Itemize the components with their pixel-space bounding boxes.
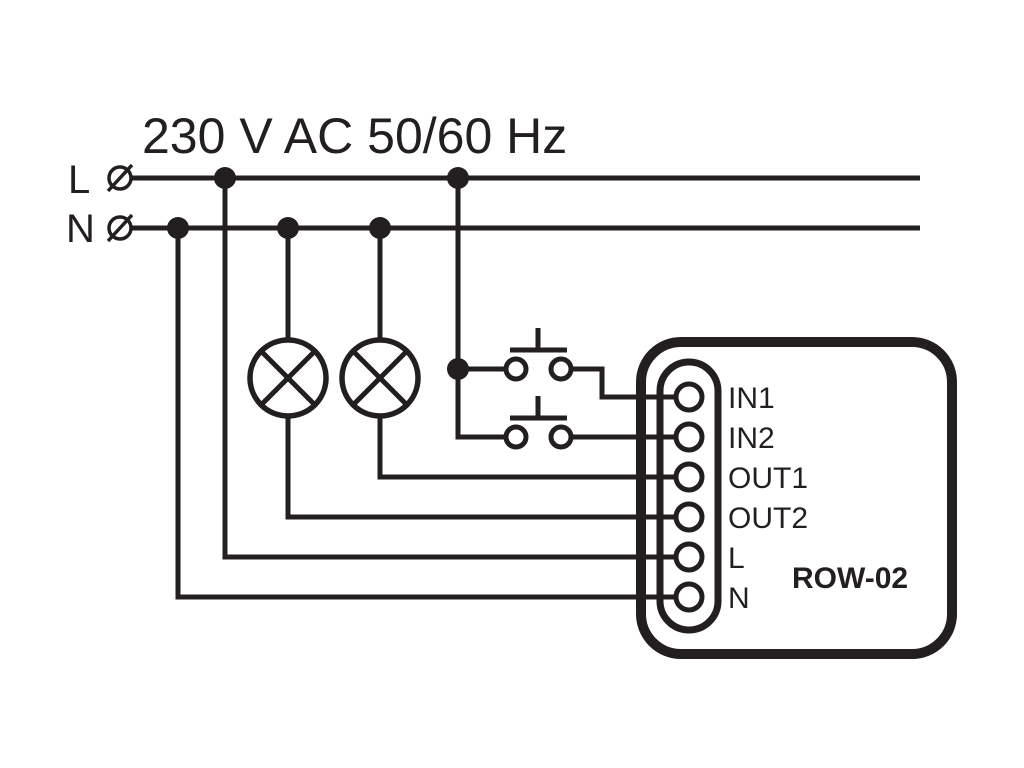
terminal-rings <box>673 381 705 613</box>
lamp-1-icon <box>247 337 329 419</box>
junction-dot-icon <box>214 167 236 189</box>
terminal-out2-icon <box>673 501 705 533</box>
junction-dot-icon <box>167 217 189 239</box>
device-body <box>636 337 957 659</box>
terminal-label-n: N <box>728 582 750 615</box>
terminal-label-out2: OUT2 <box>728 502 808 535</box>
terminal-label-out1: OUT1 <box>728 462 808 495</box>
push-button-1-icon <box>503 328 574 382</box>
switch-feed-wire <box>455 178 505 440</box>
neutral-label: N <box>66 207 95 251</box>
neutral-feed-wire <box>175 228 688 600</box>
lamp2-out-wire <box>377 416 688 480</box>
lamp-2-icon <box>339 337 421 419</box>
junction-dots <box>167 167 469 380</box>
push-button-2-icon <box>503 396 574 450</box>
terminal-label-l: L <box>728 542 745 575</box>
supply-title: 230 V AC 50/60 Hz <box>142 108 567 164</box>
lamp1-out-wire <box>285 416 688 520</box>
terminal-out1-icon <box>673 461 705 493</box>
terminal-label-in2: IN2 <box>728 422 775 455</box>
terminal-label-in1: IN1 <box>728 382 775 415</box>
device-model-label: ROW-02 <box>792 562 908 595</box>
line-label: L <box>68 158 90 202</box>
line-terminal-icon <box>106 163 134 193</box>
terminal-in2-icon <box>673 421 705 453</box>
terminal-block <box>656 358 722 634</box>
junction-dot-icon <box>369 217 391 239</box>
terminal-in1-icon <box>673 381 705 413</box>
line-feed-wire <box>222 178 688 560</box>
junction-dot-icon <box>277 217 299 239</box>
terminal-l-icon <box>673 541 705 573</box>
neutral-terminal-icon <box>106 213 134 243</box>
terminal-n-icon <box>673 581 705 613</box>
junction-dot-icon <box>447 358 469 380</box>
junction-dot-icon <box>447 167 469 189</box>
